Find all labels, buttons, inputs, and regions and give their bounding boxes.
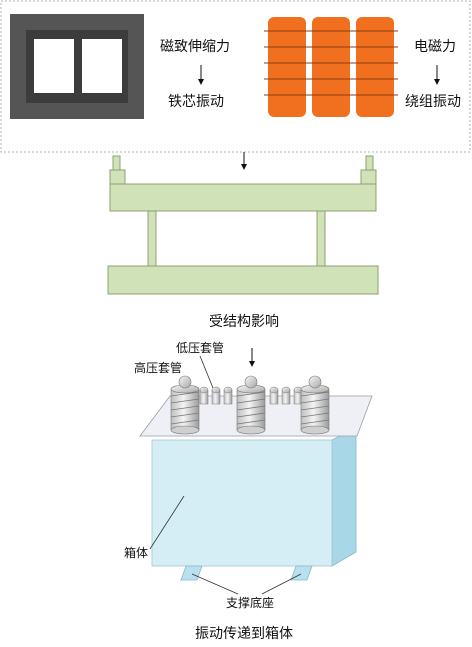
core-force-label: 磁致伸缩力	[160, 39, 230, 55]
structure-frame-icon	[107, 155, 379, 295]
down-arrow-icon	[241, 152, 247, 170]
structure-caption: 受结构影响	[209, 314, 279, 330]
transformer-down-arrow-icon	[249, 348, 255, 367]
hv-bushing-label: 高压套管	[134, 360, 182, 375]
winding-force-label: 电磁力	[414, 39, 456, 55]
winding-arrow-icon	[434, 65, 440, 85]
hv-bushings-icon	[170, 375, 330, 435]
lv-bushings-icon	[199, 386, 303, 405]
iron-core-icon	[10, 14, 144, 119]
core-arrow-icon	[198, 65, 204, 85]
core-vibration-label: 铁芯振动	[168, 94, 224, 110]
tank-label: 箱体	[124, 545, 148, 560]
lv-bushing-label: 低压套管	[176, 340, 224, 355]
winding-vibration-label: 绕组振动	[405, 94, 461, 110]
bottom-caption: 振动传递到箱体	[195, 626, 293, 642]
winding-coils-icon	[264, 17, 398, 117]
support-base-label: 支撑底座	[226, 595, 274, 610]
